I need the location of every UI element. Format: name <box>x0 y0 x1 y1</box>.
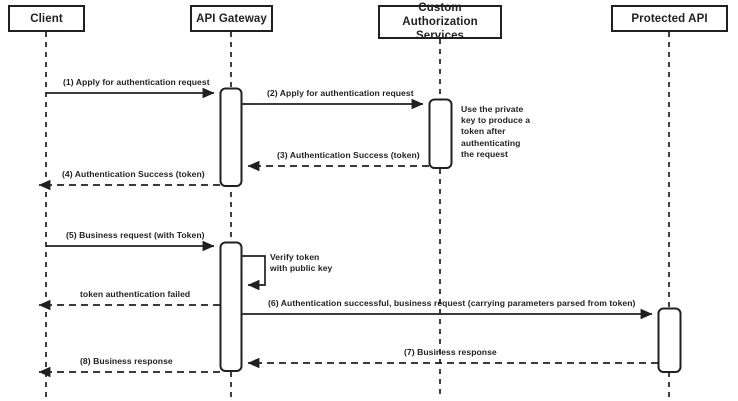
participant-box-api-gateway[interactable]: API Gateway <box>190 5 273 32</box>
note-private-key-line-4: authenticating <box>461 137 521 148</box>
participant-label-api-gateway: API Gateway <box>196 12 267 25</box>
activation-bar-api-gateway-auth <box>219 87 243 187</box>
message-label-5: (5) Business request (with Token) <box>66 230 205 240</box>
note-private-key: Use the private key to produce a token a… <box>461 104 530 160</box>
activation-bar-protected-api <box>657 307 682 373</box>
participant-label-custom-authorization-services-line2: Services <box>415 30 465 42</box>
participant-box-protected-api[interactable]: Protected API <box>611 5 728 32</box>
message-label-2: (2) Apply for authentication request <box>267 88 414 98</box>
activation-bar-api-gateway-business <box>219 241 243 372</box>
participant-label-custom-authorization-services-line1: Custom Authorization <box>402 2 478 28</box>
participant-box-client[interactable]: Client <box>8 5 85 32</box>
message-label-4: (4) Authentication Success (token) <box>62 169 205 179</box>
message-label-8: (8) Business response <box>80 356 173 366</box>
message-label-self-verify-token: Verify token with public key <box>270 252 332 274</box>
participant-label-protected-api: Protected API <box>631 12 708 25</box>
note-private-key-line-3: token after <box>461 126 506 137</box>
message-label-1: (1) Apply for authentication request <box>63 77 210 87</box>
participant-label-client: Client <box>30 12 63 25</box>
message-arrow-self-verify-token <box>241 255 266 291</box>
message-label-self-verify-token-line1: Verify token <box>270 252 320 262</box>
message-label-6: (6) Authentication successful, business … <box>268 298 636 308</box>
message-label-7: (7) Business response <box>404 347 497 357</box>
note-private-key-line-1: Use the private <box>461 104 524 114</box>
activation-bar-custom-authorization-services <box>428 98 453 169</box>
note-private-key-line-2: key to produce a <box>461 115 531 126</box>
message-label-self-verify-token-line2: with public key <box>270 263 333 274</box>
message-label-token-authentication-failed: token authentication failed <box>80 289 191 299</box>
note-private-key-line-5: the request <box>461 148 508 159</box>
participant-box-custom-authorization-services[interactable]: Custom Authorization Services <box>378 2 502 42</box>
message-arrow-group <box>38 87 658 378</box>
activation-bar-group <box>219 87 682 373</box>
message-label-3: (3) Authentication Success (token) <box>277 150 420 160</box>
